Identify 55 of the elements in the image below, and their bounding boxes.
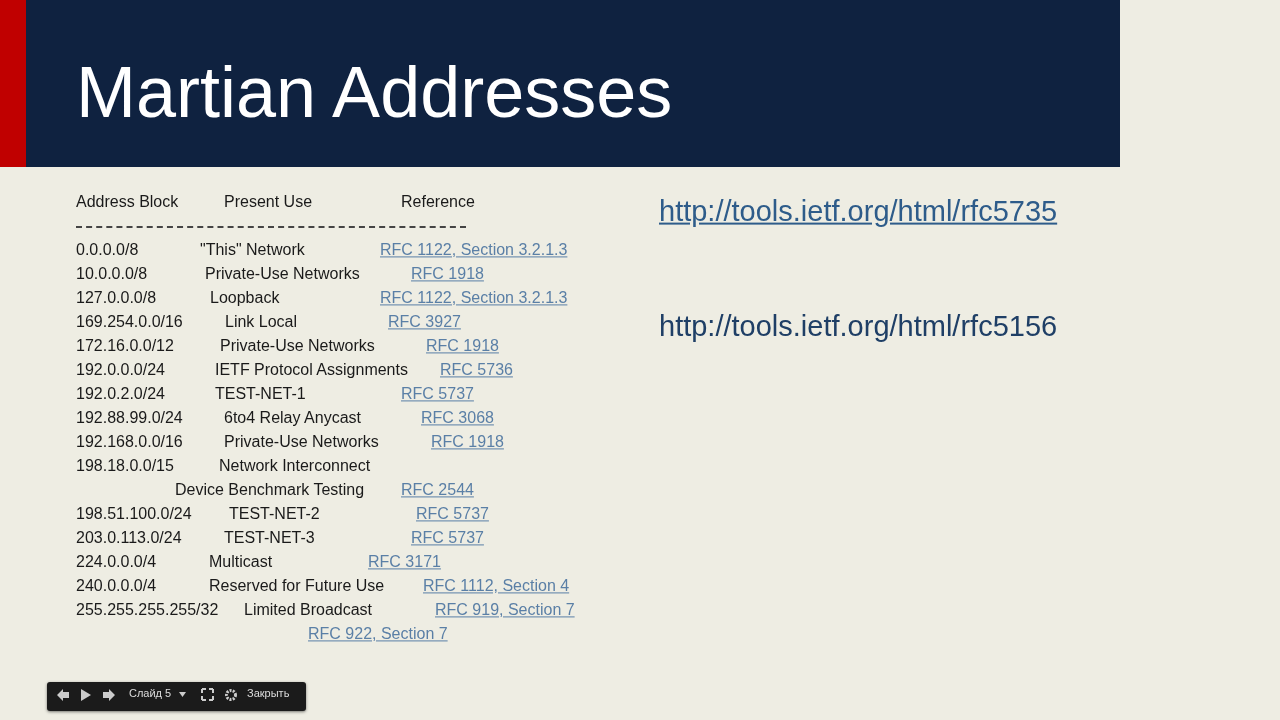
table-text: Reference xyxy=(401,192,475,212)
table-text: Private-Use Networks xyxy=(224,432,379,452)
table-text: Limited Broadcast xyxy=(244,600,373,620)
table-text: 192.0.0.0/24 xyxy=(76,360,165,380)
reference-link: RFC 1918 xyxy=(426,336,499,356)
table-text: 192.0.2.0/24 xyxy=(76,384,165,404)
table-text: 169.254.0.0/16 xyxy=(76,312,183,332)
table-text: 255.255.255.255/32 xyxy=(76,600,219,620)
reference-link: RFC 1112, Section 4 xyxy=(423,576,570,596)
toolbar-text: Закрыть xyxy=(247,687,290,701)
reference-link: RFC 922, Section 7 xyxy=(308,624,448,644)
reference-link: RFC 5737 xyxy=(401,384,474,404)
reference-link: RFC 919, Section 7 xyxy=(435,600,575,620)
table-text: Loopback xyxy=(210,288,280,308)
table-text: Device Benchmark Testing xyxy=(175,480,365,500)
table-text: 172.16.0.0/12 xyxy=(76,336,174,356)
table-text: 192.168.0.0/16 xyxy=(76,432,183,452)
toolbar-text: Слайд 5 xyxy=(129,687,172,701)
reference-link: RFC 3171 xyxy=(368,552,441,572)
table-text: Multicast xyxy=(209,552,273,572)
table-text: 224.0.0.0/4 xyxy=(76,552,157,572)
reference-link: RFC 5736 xyxy=(440,360,513,380)
table-text: Network Interconnect xyxy=(219,456,371,476)
table-text: 0.0.0.0/8 xyxy=(76,240,139,260)
reference-link: RFC 3927 xyxy=(388,312,461,332)
table-text: 10.0.0.0/8 xyxy=(76,264,148,284)
table-text: Present Use xyxy=(224,192,313,212)
table-text: TEST-NET-1 xyxy=(215,384,306,404)
reference-link: RFC 1122, Section 3.2.1.3 xyxy=(380,240,568,260)
table-text: 240.0.0.0/4 xyxy=(76,576,157,596)
reference-link: RFC 5737 xyxy=(416,504,489,524)
reference-link: RFC 3068 xyxy=(421,408,494,428)
reference-link: RFC 2544 xyxy=(401,480,474,500)
table-text: Private-Use Networks xyxy=(220,336,375,356)
reference-link: RFC 5737 xyxy=(411,528,484,548)
table-text: 192.88.99.0/24 xyxy=(76,408,183,428)
table-text: 127.0.0.0/8 xyxy=(76,288,157,308)
table-text: Reserved for Future Use xyxy=(209,576,385,596)
table-text: Link Local xyxy=(225,312,298,332)
table-text: 198.18.0.0/15 xyxy=(76,456,174,476)
table-text: 198.51.100.0/24 xyxy=(76,504,192,524)
table-text: "This" Network xyxy=(200,240,305,260)
reference-link: RFC 1122, Section 3.2.1.3 xyxy=(380,288,568,308)
slide-title: Martian Addresses xyxy=(76,56,673,128)
reference-link: RFC 1918 xyxy=(431,432,504,452)
table-text: TEST-NET-2 xyxy=(229,504,320,524)
table-text: TEST-NET-3 xyxy=(224,528,315,548)
table-text: IETF Protocol Assignments xyxy=(215,360,408,380)
table-text: Address Block xyxy=(76,192,179,212)
table-text: 6to4 Relay Anycast xyxy=(224,408,361,428)
url-text: http://tools.ietf.org/html/rfc5156 xyxy=(659,308,1058,344)
table-text: Private-Use Networks xyxy=(205,264,360,284)
url-link: http://tools.ietf.org/html/rfc5735 xyxy=(659,193,1058,229)
table-text: 203.0.113.0/24 xyxy=(76,528,182,548)
reference-link: RFC 1918 xyxy=(411,264,484,284)
